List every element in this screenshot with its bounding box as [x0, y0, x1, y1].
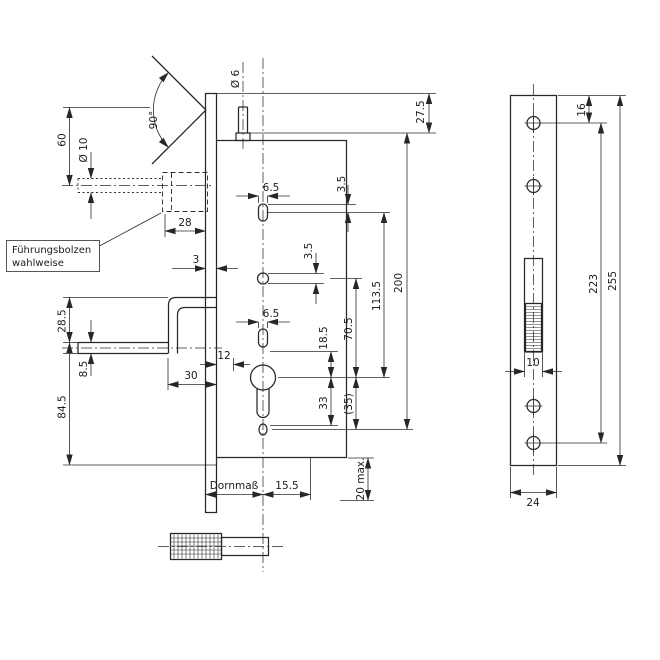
lever-swing-90	[151, 55, 207, 165]
dornmass-label: Dornmaß	[210, 480, 259, 492]
faceplate-front	[509, 94, 558, 467]
dim-15-5-label: 15.5	[275, 480, 298, 492]
fuehrungsbolzen-callout: Führungsbolzen wahlweise	[6, 212, 162, 272]
dim-16-label: 16	[576, 103, 588, 117]
dim-60-label: 60	[57, 133, 69, 146]
crank-lever	[167, 296, 216, 354]
fixing-hole-bottom	[258, 423, 268, 436]
dim-28-5-label: 28.5	[57, 309, 69, 332]
dim-10-label: 10	[526, 357, 539, 369]
dim-12-label: 12	[217, 350, 230, 362]
angle-90-label: 90°	[148, 111, 160, 130]
latch-bolt-hatch	[524, 302, 543, 353]
dim-30-label: 30	[184, 370, 197, 382]
dim-27-5-label: 27.5	[415, 100, 427, 123]
dimensions-right: 10 16 223 255 24	[505, 95, 626, 509]
dim-18-5-label: 18.5	[318, 326, 330, 349]
fixing-hole-middle	[256, 272, 270, 285]
dim-33-label: 33	[318, 396, 330, 409]
dim-200-label: 200	[393, 273, 405, 293]
dimensions-left: 27.5 200 113.5 70.5 (35) 18.5 33	[57, 70, 436, 501]
dim-84-5-label: 84.5	[57, 395, 69, 418]
screw-holes	[524, 114, 543, 452]
dia-6-label: Ø 6	[230, 70, 242, 89]
fuehrungsbolzen-label-line2: wahlweise	[12, 258, 64, 269]
dim-28-label: 28	[178, 217, 191, 229]
centerlines	[62, 58, 284, 572]
dim-3-5-top-label: 3.5	[336, 176, 348, 193]
dim-35-label: (35)	[343, 393, 355, 415]
dia-10-label: Ø 10	[78, 138, 90, 163]
dim-3-label: 3	[193, 254, 200, 266]
dim-20-max-label: 20 max.	[355, 458, 367, 501]
dim-255-label: 255	[607, 271, 619, 291]
screw-slot-lower	[257, 328, 269, 348]
left-view: 27.5 200 113.5 70.5 (35) 18.5 33	[6, 55, 436, 572]
dim-6-5-bottom-label: 6.5	[263, 308, 280, 320]
screw-slot-top	[257, 203, 269, 222]
dim-223-label: 223	[588, 274, 600, 294]
top-pin	[235, 106, 251, 142]
euro-cylinder-hole	[249, 364, 277, 419]
right-view: 10 16 223 255 24	[505, 84, 626, 509]
dim-113-5-label: 113.5	[371, 281, 383, 311]
fuehrungsbolzen-label-line1: Führungsbolzen	[12, 245, 91, 256]
spindle-shaft	[220, 536, 270, 557]
dim-24-label: 24	[526, 497, 540, 509]
guide-bolt-housing	[77, 172, 208, 212]
lock-case-outline	[216, 139, 348, 459]
spindle	[169, 532, 270, 561]
dim-6-5-top-label: 6.5	[263, 182, 280, 194]
dim-3-5-mid-label: 3.5	[303, 243, 315, 260]
dim-8-5-label: 8.5	[78, 361, 90, 378]
faceplate-edge	[204, 92, 218, 514]
dim-70-5-label: 70.5	[343, 317, 355, 340]
